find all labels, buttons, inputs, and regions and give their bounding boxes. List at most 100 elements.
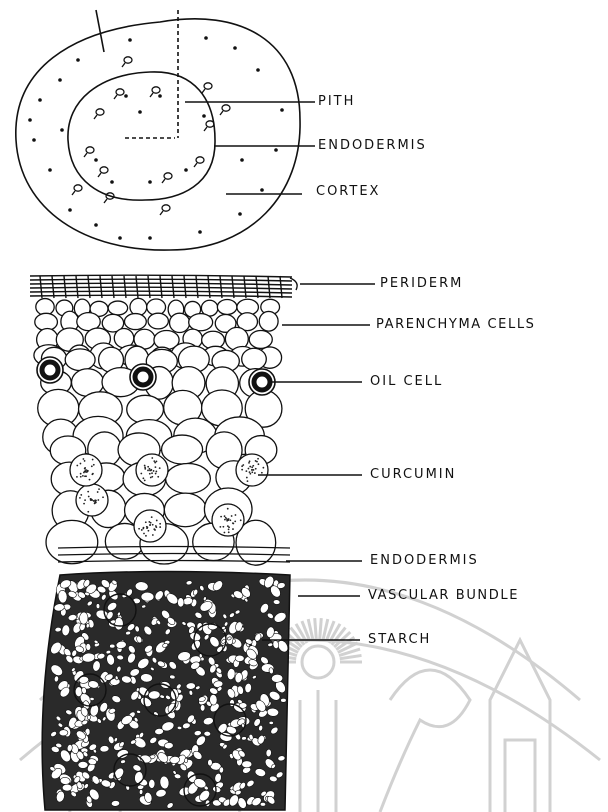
ring-tail [150, 93, 153, 97]
seal-ray [320, 618, 322, 640]
bundle-dot [76, 58, 80, 62]
stipple [76, 465, 78, 467]
stipple [97, 491, 99, 493]
vascular-ring [74, 185, 82, 191]
stipple [80, 476, 82, 478]
stipple [152, 534, 154, 536]
cell [217, 300, 237, 315]
tissue-detail [30, 275, 375, 810]
bundle-dot [118, 236, 122, 240]
starch-grain [87, 715, 90, 720]
cell [242, 348, 267, 370]
stipple [229, 519, 231, 521]
stipple [241, 469, 243, 471]
stipple [85, 469, 87, 471]
stipple [149, 524, 151, 526]
stipple [231, 515, 233, 517]
stipple [93, 500, 95, 502]
stipple [97, 499, 99, 501]
stipple [82, 475, 84, 477]
stipple [151, 516, 153, 518]
stipple [254, 472, 256, 474]
stipple [151, 476, 153, 478]
bundle-dot [38, 98, 42, 102]
starch-grain [269, 721, 273, 724]
label-endodermis-top: ENDODERMIS [318, 138, 427, 154]
stipple [147, 470, 149, 472]
stipple [227, 525, 229, 527]
stipple [227, 519, 229, 521]
stipple [155, 466, 157, 468]
stipple [156, 461, 158, 463]
stipple [153, 470, 155, 472]
stipple [84, 499, 86, 501]
ring-tail [160, 211, 163, 215]
ring-tail [202, 89, 205, 93]
stipple [93, 464, 95, 466]
stipple [220, 516, 222, 518]
stipple [227, 508, 229, 510]
stipple [83, 503, 85, 505]
stipple [144, 480, 146, 482]
stipple [249, 473, 251, 475]
vascular-ring [116, 89, 124, 95]
bundle-dot [32, 138, 36, 142]
stipple [142, 528, 144, 530]
cell [249, 331, 272, 349]
ring-tail [162, 179, 165, 183]
label-curcumin: CURCUMIN [370, 467, 456, 483]
label-parenchyma-cells: PARENCHYMA CELLS [376, 317, 536, 333]
vascular-ring [206, 121, 214, 127]
cell [130, 298, 147, 315]
starch-grain [178, 598, 184, 607]
bundle-dot [148, 180, 152, 184]
stipple [234, 520, 236, 522]
bundle-dot [58, 78, 62, 82]
seal-ray [315, 618, 317, 640]
bundle-dot [28, 118, 32, 122]
stipple [94, 502, 96, 504]
bundle-dot [260, 188, 264, 192]
stipple [156, 520, 158, 522]
ring-tail [194, 163, 197, 167]
starch-grain [184, 758, 188, 763]
stipple [241, 465, 243, 467]
cell [108, 301, 127, 315]
cell [147, 299, 166, 315]
vascular-ring [152, 87, 160, 93]
periderm-line [30, 275, 292, 277]
cell [259, 311, 278, 331]
starch-grain [266, 749, 272, 757]
stipple [142, 477, 144, 479]
starch-grain [90, 697, 95, 701]
stipple [232, 528, 234, 530]
starch-grain [177, 726, 182, 730]
stipple [222, 526, 224, 528]
stipple [245, 470, 247, 472]
starch-grain [241, 736, 246, 740]
vascular-ring [96, 109, 104, 115]
stipple [226, 518, 228, 520]
bundle-dot [233, 46, 237, 50]
stipple [149, 468, 151, 470]
starch-grain [62, 784, 72, 791]
starch-grain [75, 687, 82, 697]
starch-grain [200, 705, 205, 712]
vascular-ring [162, 205, 170, 211]
starch-grain [78, 761, 88, 768]
stipple [155, 471, 157, 473]
stipple [152, 524, 154, 526]
ring-tail [84, 153, 87, 157]
stipple [253, 469, 255, 471]
vascular-starch-region [42, 572, 290, 811]
starch-grain [59, 730, 68, 736]
stipple [224, 519, 226, 521]
cell [148, 313, 168, 329]
stipple [248, 462, 250, 464]
starch-grain [114, 617, 123, 630]
vascular-ring [100, 167, 108, 173]
stipple [151, 472, 153, 474]
stipple [80, 463, 82, 465]
ring-tail [204, 127, 207, 131]
